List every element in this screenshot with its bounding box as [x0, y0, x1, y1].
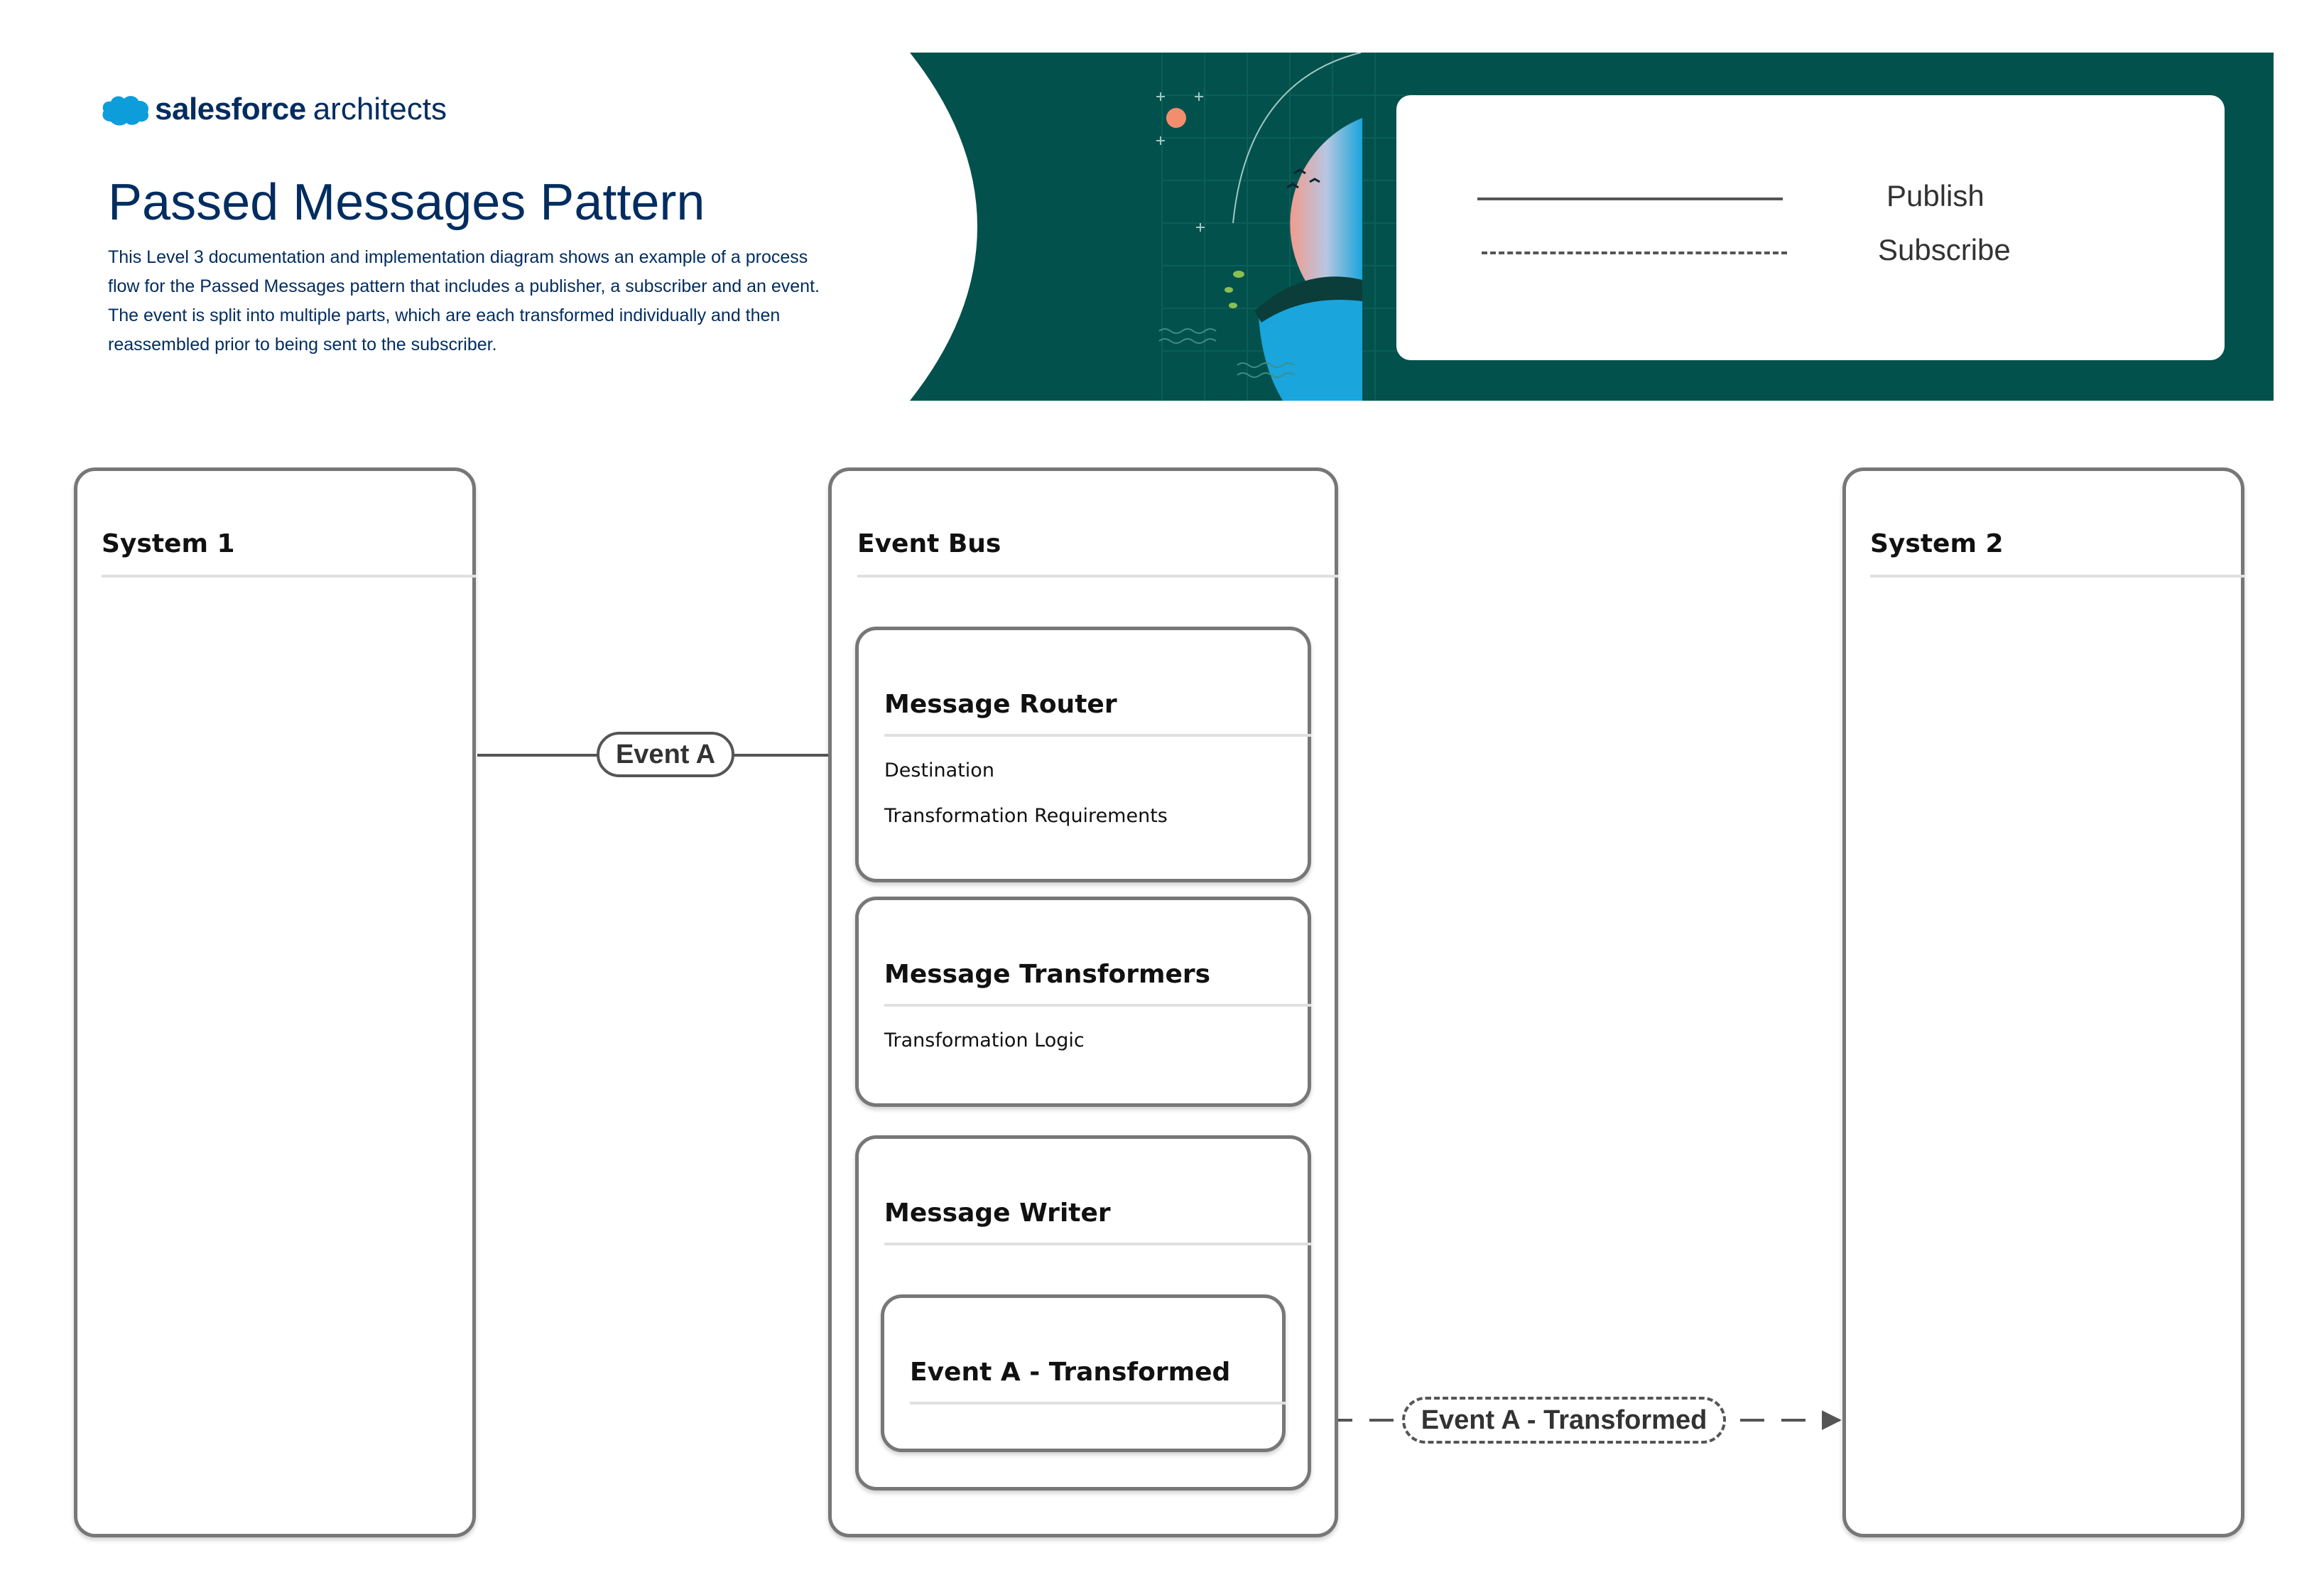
router-item-transformation-requirements: Transformation Requirements [884, 805, 1168, 827]
legend-subscribe-label: Subscribe [1878, 233, 2011, 266]
legend-subscribe-line [1482, 251, 1787, 254]
page-title: Passed Messages Pattern [108, 174, 705, 231]
description-line: reassembled prior to being sent to the s… [108, 335, 497, 355]
message-transformers-divider [884, 1004, 1311, 1007]
event-bus-divider [857, 575, 1338, 578]
system2-divider [1870, 575, 2244, 578]
description-line: The event is split into multiple parts, … [108, 305, 781, 325]
system1-title: System 1 [102, 529, 235, 558]
system2-title: System 2 [1870, 529, 2004, 558]
legend-card: Publish Subscribe [1396, 95, 2225, 360]
event-a-transformed-box[interactable]: Event A - Transformed [881, 1294, 1286, 1452]
message-router-title: Message Router [884, 690, 1117, 719]
page-description: This Level 3 documentation and implement… [108, 243, 960, 359]
message-transformers-title: Message Transformers [884, 960, 1211, 989]
description-line: This Level 3 documentation and implement… [108, 247, 808, 267]
logo-sub-text: architects [313, 92, 447, 126]
message-router-box[interactable]: Message Router Destination Transformatio… [855, 627, 1311, 882]
message-transformers-box[interactable]: Message Transformers Transformation Logi… [855, 897, 1311, 1107]
message-writer-title: Message Writer [884, 1199, 1111, 1228]
logo-brand-text: salesforce [155, 92, 306, 126]
header-banner: salesforce architects Passed Messages Pa… [54, 53, 2274, 401]
transformers-item-logic: Transformation Logic [884, 1029, 1085, 1051]
legend-publish-label: Publish [1886, 179, 1984, 212]
event-a-label[interactable]: Event A [597, 732, 734, 777]
system1-box[interactable]: System 1 [74, 467, 476, 1537]
event-a-transformed-divider [910, 1402, 1286, 1405]
description-line: flow for the Passed Messages pattern tha… [108, 276, 820, 296]
event-a-transformed-title: Event A - Transformed [910, 1358, 1231, 1387]
system2-box[interactable]: System 2 [1842, 467, 2244, 1537]
salesforce-cloud-icon [102, 96, 149, 126]
event-a-transformed-label[interactable]: Event A - Transformed [1402, 1397, 1726, 1444]
router-item-destination: Destination [884, 759, 994, 781]
salesforce-architects-logo[interactable]: salesforce architects [101, 88, 447, 131]
message-writer-divider [884, 1243, 1311, 1245]
event-bus-title: Event Bus [857, 529, 1001, 558]
legend-publish-line [1477, 198, 1783, 200]
system1-divider [102, 575, 476, 578]
message-router-divider [884, 734, 1311, 737]
